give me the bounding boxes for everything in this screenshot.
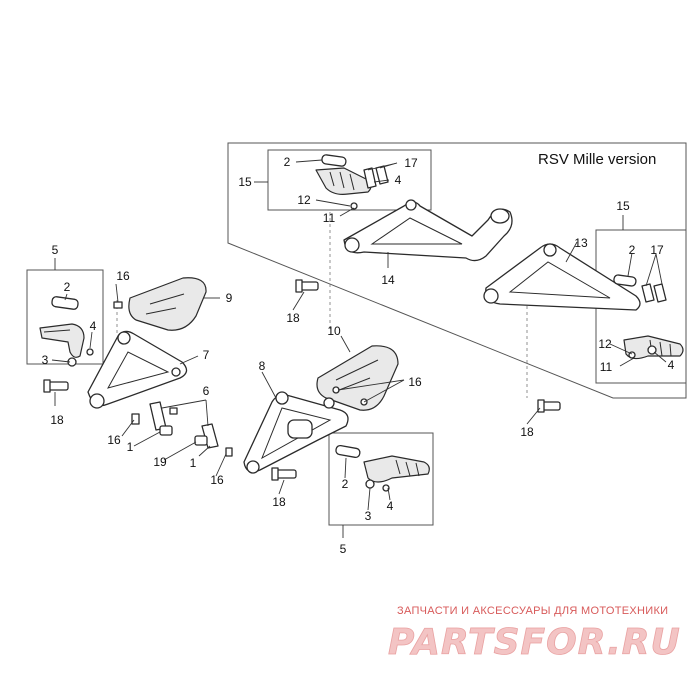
callout-7: 7 — [203, 348, 210, 362]
callout-4: 4 — [387, 499, 394, 513]
callout-18: 18 — [286, 311, 300, 325]
bolt-center — [271, 279, 319, 481]
callout-2: 2 — [284, 155, 291, 169]
callout-16: 16 — [408, 375, 422, 389]
callout-12: 12 — [598, 337, 612, 351]
watermark: ЗАПЧАСТИ И АКСЕССУАРЫ ДЛЯ МОТОТЕХНИКИ PA… — [388, 605, 681, 663]
footpeg-right — [613, 274, 684, 360]
callout-16: 16 — [116, 269, 130, 283]
callout-3: 3 — [365, 509, 372, 523]
footpeg-bracket-13 — [483, 243, 641, 311]
rsv-mille-version-frame: RSV Mille version — [227, 142, 687, 399]
version-label: RSV Mille version — [538, 151, 656, 168]
callout-12: 12 — [297, 193, 311, 207]
callout-18: 18 — [272, 495, 286, 509]
callout-1: 1 — [127, 440, 134, 454]
callout-9: 9 — [226, 291, 233, 305]
footpeg-bracket-14 — [343, 199, 513, 262]
callout-5: 5 — [52, 243, 59, 257]
leader-lines — [51, 159, 667, 511]
callout-2: 2 — [342, 477, 349, 491]
callout-17: 17 — [650, 243, 664, 257]
callout-1: 1 — [190, 456, 197, 470]
callout-4: 4 — [90, 319, 97, 333]
callout-15: 15 — [616, 199, 630, 213]
callout-18: 18 — [50, 413, 64, 427]
callout-2: 2 — [64, 280, 71, 294]
callout-10: 10 — [327, 324, 341, 338]
callout-11: 11 — [323, 211, 336, 225]
callout-4: 4 — [668, 358, 675, 372]
callout-16: 16 — [210, 473, 224, 487]
callout-14: 14 — [381, 273, 395, 287]
callout-13: 13 — [574, 236, 588, 250]
callout-4: 4 — [395, 173, 402, 187]
callout-16: 16 — [107, 433, 121, 447]
callout-5: 5 — [340, 542, 347, 556]
footpeg-bracket-left — [87, 330, 188, 409]
watermark-logo: PARTSFOR.RU — [388, 622, 681, 663]
callout-17: 17 — [404, 156, 418, 170]
callout-6: 6 — [203, 384, 210, 398]
heel-guard-left — [128, 277, 207, 331]
callout-19: 19 — [153, 455, 167, 469]
footpeg-left — [39, 296, 94, 367]
box-footpeg-assembly-lower — [328, 432, 434, 526]
box-footpeg-assembly-left — [26, 269, 104, 365]
bolts-left — [43, 301, 140, 425]
callout-15: 15 — [238, 175, 252, 189]
callout-3: 3 — [42, 353, 49, 367]
footpeg-bracket-center — [243, 391, 349, 474]
plates-and-spacers — [149, 401, 233, 457]
footpeg-lower — [335, 444, 430, 492]
box-footpeg-assembly-upper — [267, 149, 432, 211]
callout-2: 2 — [629, 243, 636, 257]
alignment-lines — [116, 212, 528, 398]
callout-18: 18 — [520, 425, 534, 439]
bolt-right — [537, 399, 561, 413]
callout-8: 8 — [259, 359, 266, 373]
watermark-tagline: ЗАПЧАСТИ И АКСЕССУАРЫ ДЛЯ МОТОТЕХНИКИ — [397, 605, 668, 617]
callout-labels: 1 1 2 2 2 2 3 3 4 4 4 4 5 5 6 7 8 9 10 1… — [42, 155, 675, 556]
callout-11: 11 — [600, 360, 613, 374]
